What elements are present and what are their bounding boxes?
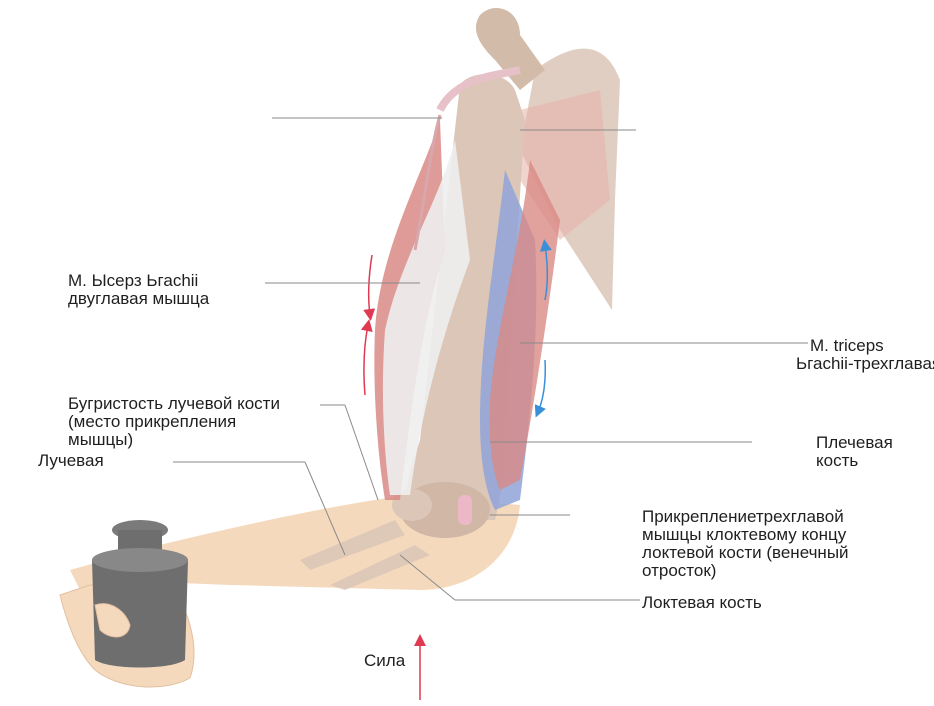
olecranon-highlight-shape [458, 495, 472, 525]
label-tuberosity: Бугристость лучевой кости (место прикреп… [68, 395, 280, 449]
label-ulna: Локтевая кость [642, 594, 762, 612]
label-humerus: Плечевая кость [816, 434, 893, 470]
biceps-tendon-shape [382, 140, 470, 495]
label-force: Сила [364, 652, 405, 670]
label-tuberosity-line1: Бугристость лучевой кости [68, 394, 280, 413]
label-triceps-attachment: Прикреплениетрехглавой мышцы клоктевому … [642, 508, 849, 580]
radius-bone-shape [300, 520, 405, 570]
weight-rim-shape [92, 548, 188, 572]
label-biceps-line1: M. Ысерз Ьгасhii [68, 271, 199, 290]
leader-radius-d [304, 461, 346, 556]
coracoid-shape [475, 7, 545, 90]
label-triceps-attachment-line1: Прикреплениетрехглавой [642, 507, 844, 526]
thumb-shape [94, 603, 131, 638]
triceps-down-arrow [534, 359, 546, 418]
label-triceps-attachment-line2: мышцы клоктевому концу [642, 525, 847, 544]
ulna-bone-shape [330, 545, 430, 590]
label-radius: Лучевая [38, 452, 104, 470]
triceps-up-arrow [539, 239, 552, 301]
elbow-joint-shape [392, 489, 432, 521]
leader-ulna-d [399, 554, 456, 601]
label-humerus-line2: кость [816, 451, 859, 470]
biceps-stretch-arrow [360, 319, 373, 396]
label-triceps: M. triceps Ьгасhii-трехглавая [796, 336, 934, 373]
label-biceps: M. Ысерз Ьгасhii двуглавая мышца [68, 272, 209, 308]
label-triceps-line2: Ьгасhii-трехглавая [796, 354, 934, 373]
label-humerus-line1: Плечевая [816, 433, 893, 452]
label-triceps-attachment-line4: отросток) [642, 561, 717, 580]
label-tuberosity-line2: (место прикрепления [68, 412, 237, 431]
biceps-long-head-tendon-shape [436, 66, 521, 112]
label-force-text: Сила [364, 651, 406, 670]
leader-tuberosity-d [344, 404, 379, 501]
label-tuberosity-line3: мышцы) [68, 430, 134, 449]
weight-neck-shape [118, 530, 162, 552]
biceps-long-head-tendon-line [413, 114, 442, 251]
label-triceps-line1: M. triceps [810, 336, 884, 355]
label-ulna-text: Локтевая кость [642, 593, 762, 612]
weight-body-shape [92, 560, 188, 668]
label-biceps-line2: двуглавая мышца [68, 289, 210, 308]
label-triceps-attachment-line3: локтевой кости (венечный [642, 543, 849, 562]
label-radius-text: Лучевая [38, 451, 104, 470]
biceps-contract-arrow [363, 254, 376, 321]
